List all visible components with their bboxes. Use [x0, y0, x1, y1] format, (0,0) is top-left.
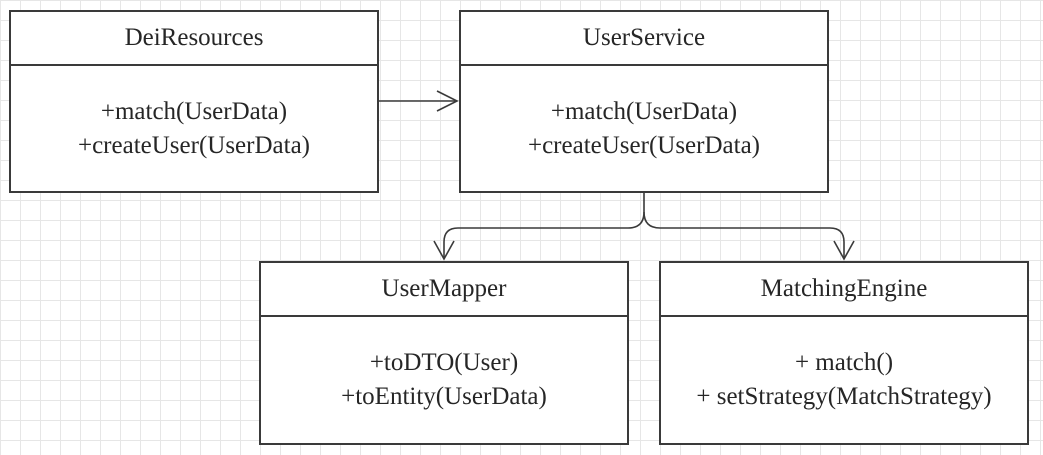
method-item: + match(): [794, 349, 894, 376]
methods-compartment: +toDTO(User) +toEntity(UserData): [261, 317, 627, 443]
method-item: +createUser(UserData): [527, 131, 760, 159]
method-item: +toEntity(UserData): [341, 383, 547, 410]
class-user-mapper[interactable]: UserMapper +toDTO(User) +toEntity(UserDa…: [259, 261, 629, 445]
dependency-arrow-dei-to-userservice: [378, 90, 459, 112]
methods-compartment: + match() + setStrategy(MatchStrategy): [661, 317, 1027, 443]
methods-compartment: +match(UserData) +createUser(UserData): [461, 66, 827, 191]
class-name: UserService: [461, 12, 827, 66]
class-user-service[interactable]: UserService +match(UserData) +createUser…: [459, 10, 829, 193]
method-item: +createUser(UserData): [77, 131, 310, 159]
dependency-arrow-userservice-to-matchingengine: [643, 211, 855, 261]
class-dei-resources[interactable]: DeiResources +match(UserData) +createUse…: [9, 10, 379, 193]
class-name: DeiResources: [11, 12, 377, 66]
method-item: + setStrategy(MatchStrategy): [696, 383, 992, 410]
dependency-arrow-userservice-to-usermapper: [433, 193, 645, 261]
method-item: +toDTO(User): [369, 349, 519, 376]
class-name: UserMapper: [261, 263, 627, 317]
class-matching-engine[interactable]: MatchingEngine + match() + setStrategy(M…: [659, 261, 1029, 445]
methods-compartment: +match(UserData) +createUser(UserData): [11, 66, 377, 191]
method-item: +match(UserData): [550, 97, 738, 125]
method-item: +match(UserData): [100, 97, 288, 125]
class-name: MatchingEngine: [661, 263, 1027, 317]
